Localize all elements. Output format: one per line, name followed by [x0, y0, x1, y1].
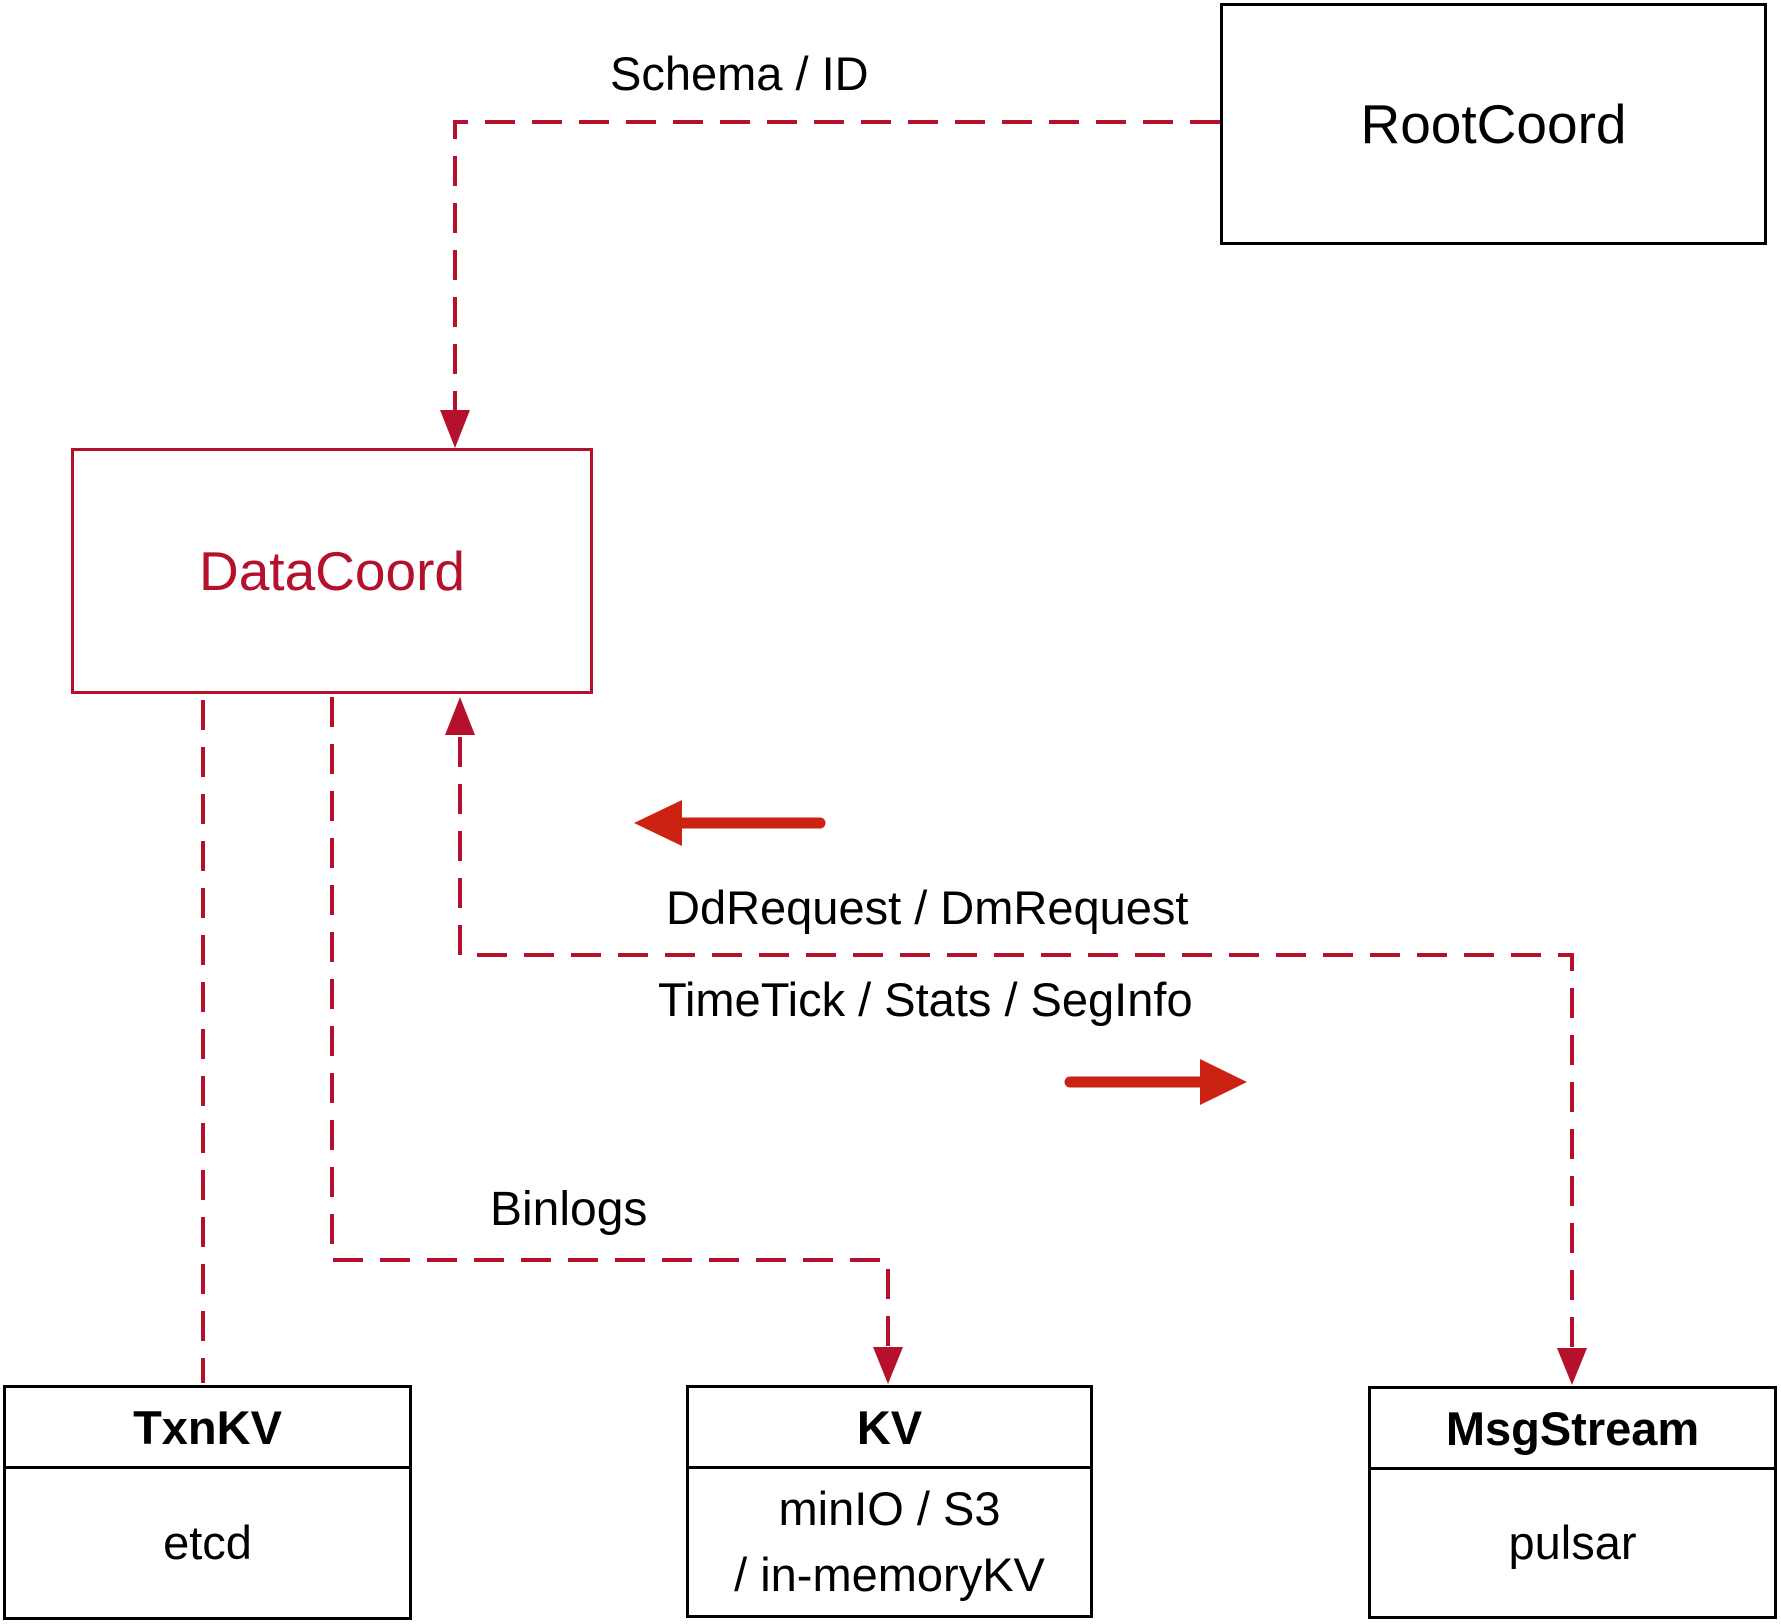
kv-body-line2: / in-memoryKV [734, 1548, 1045, 1601]
msgstream-title: MsgStream [1371, 1389, 1774, 1470]
msgstream-body: pulsar [1371, 1470, 1774, 1616]
binlogs-edge-label: Binlogs [490, 1183, 648, 1236]
rootcoord-label: RootCoord [1360, 93, 1627, 155]
datacoord-label: DataCoord [199, 540, 465, 602]
arrowhead-up-icon [445, 697, 475, 735]
rootcoord-to-datacoord-connector [453, 120, 1220, 436]
schema-id-edge-label: Schema / ID [610, 47, 869, 100]
rootcoord-node: RootCoord [1220, 3, 1767, 245]
kv-title: KV [689, 1388, 1090, 1469]
arrowhead-down-icon [873, 1347, 903, 1384]
arrowhead-right-icon [1200, 1059, 1247, 1105]
txnkv-body-text: etcd [163, 1516, 252, 1570]
datacoord-to-msgstream-connector [458, 737, 1574, 1372]
time-tick-edge-label: TimeTick / Stats / SegInfo [658, 973, 1193, 1026]
kv-node: KV minIO / S3 / in-memoryKV [686, 1385, 1093, 1618]
txnkv-title: TxnKV [6, 1388, 409, 1469]
arrowhead-down-icon [440, 410, 470, 448]
msgstream-body-text: pulsar [1508, 1516, 1637, 1570]
txnkv-body: etcd [6, 1469, 409, 1617]
arrowhead-down-icon [1557, 1348, 1587, 1385]
dd-request-edge-label: DdRequest / DmRequest [666, 881, 1189, 934]
kv-body-line1: minIO / S3 [778, 1482, 1001, 1536]
binlogs-connector [330, 697, 890, 1372]
datacoord-node: DataCoord [71, 448, 593, 694]
msgstream-node: MsgStream pulsar [1368, 1386, 1777, 1619]
txnkv-node: TxnKV etcd [3, 1385, 412, 1620]
kv-body: minIO / S3 / in-memoryKV [689, 1469, 1090, 1615]
arrowhead-left-icon [634, 800, 682, 846]
